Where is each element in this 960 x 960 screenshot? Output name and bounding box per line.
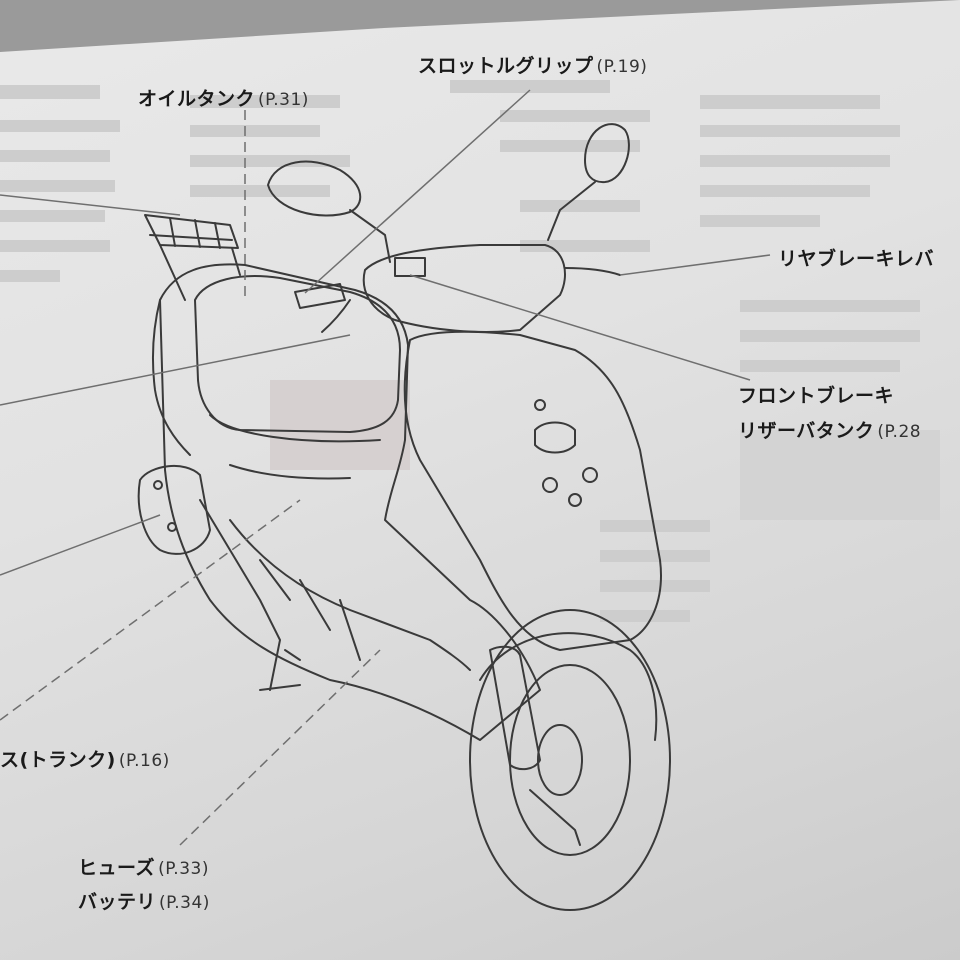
leader-trunk — [0, 499, 301, 721]
reservoir-box — [394, 257, 426, 277]
footboard — [229, 519, 471, 671]
rear-carrier — [144, 214, 239, 249]
leader-fuse — [179, 649, 381, 846]
label-fuse: ヒューズ(P.33) — [78, 857, 209, 879]
left-grip — [294, 283, 346, 309]
leader-front-brake — [409, 274, 751, 381]
left-lever — [321, 299, 351, 333]
leader-throttle — [304, 89, 531, 294]
seat-base — [209, 414, 381, 443]
right-lever — [564, 267, 621, 276]
label-oil-tank: オイルタンク(P.31) — [138, 88, 309, 110]
front-fender — [479, 632, 658, 741]
leader-muffler — [0, 514, 161, 576]
front-shield — [403, 330, 662, 651]
leader-rear-brake — [619, 254, 771, 276]
front-hub — [537, 724, 583, 796]
label-front-brake-reservoir: フロントブレーキ リザーバタンク(P.28 — [738, 385, 922, 442]
label-rear-brake-lever: リヤブレーキレバ — [778, 248, 935, 270]
right-mirror — [584, 123, 630, 184]
front-wheel — [469, 609, 671, 911]
front-fork — [489, 645, 541, 771]
rear-body-cowl — [159, 263, 541, 741]
left-mirror — [267, 160, 362, 217]
muffler — [137, 464, 211, 555]
leader-carrier — [0, 194, 181, 216]
label-trunk: ス(トランク)(P.16) — [0, 749, 170, 771]
label-battery: バッテリ(P.34) — [78, 891, 210, 913]
handlebar-cover — [362, 244, 566, 333]
label-throttle-grip: スロットルグリップ(P.19) — [418, 55, 648, 77]
leader-left — [0, 334, 351, 406]
front-indicator — [542, 477, 558, 493]
front-emblem — [534, 421, 576, 454]
